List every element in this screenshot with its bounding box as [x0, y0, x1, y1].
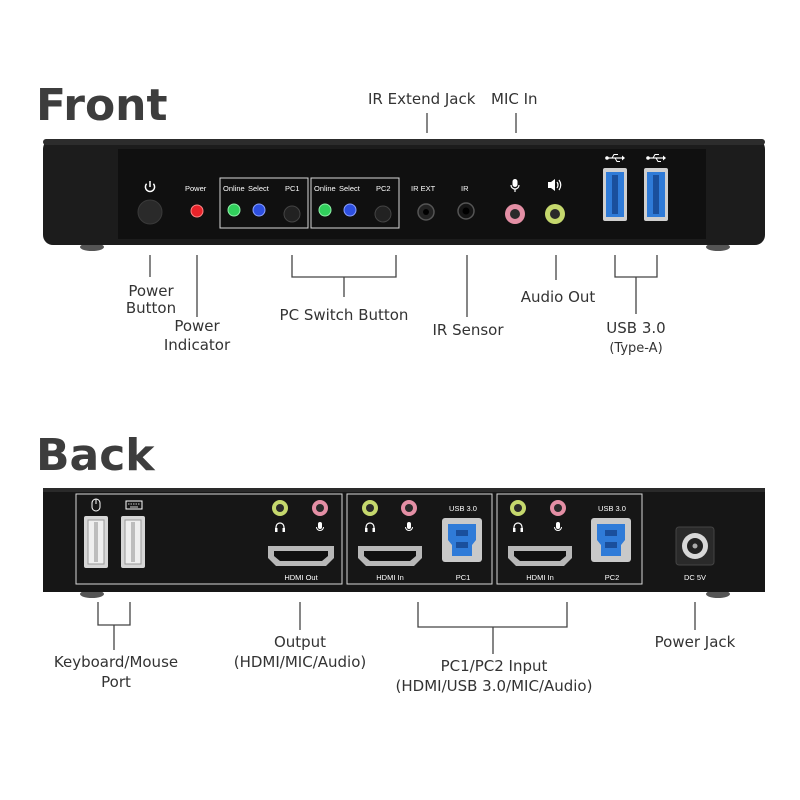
pc2-switch-group — [310, 177, 400, 229]
keyboard-mouse-usb-port-2[interactable] — [121, 516, 145, 568]
pc1-online-led — [227, 203, 241, 217]
callout-pc-input-line1: PC1/PC2 Input — [441, 657, 548, 675]
callout-power-button-line2: Button — [126, 299, 176, 317]
usb-a-port-1[interactable] — [603, 168, 627, 221]
pc2-select-label: Select — [339, 184, 361, 193]
pc2-hdmi-in-label: HDMI In — [526, 573, 554, 582]
pc2-switch-button[interactable] — [374, 205, 392, 223]
km-port-panel — [75, 493, 343, 585]
callout-power-jack: Power Jack — [655, 633, 736, 651]
dc-power-jack[interactable] — [675, 526, 715, 566]
pc1-select-label: Select — [248, 184, 270, 193]
pc1-select-led — [252, 203, 266, 217]
pc2-usb-b-port[interactable] — [591, 518, 631, 562]
keyboard-mouse-usb-port-1[interactable] — [84, 516, 108, 568]
pc1-online-label: Online — [223, 184, 245, 193]
pc2-online-led — [318, 203, 332, 217]
callout-pc-input-line2: (HDMI/USB 3.0/MIC/Audio) — [396, 677, 593, 695]
power-icon — [144, 181, 156, 193]
ir-ext-label: IR EXT — [411, 184, 436, 193]
callout-output-line2: (HDMI/MIC/Audio) — [234, 653, 366, 671]
pc1-switch-button[interactable] — [283, 205, 301, 223]
microphone-icon — [510, 179, 520, 192]
usb-icon — [605, 154, 625, 162]
callout-keyboard-mouse-port-line1: Keyboard/Mouse — [54, 653, 178, 671]
callout-power-indicator-line1: Power — [174, 317, 220, 335]
pc1-hdmi-in-port[interactable] — [358, 546, 422, 566]
back-title: Back — [36, 430, 156, 481]
pc1-usb30-label: USB 3.0 — [449, 504, 477, 513]
callout-pc-switch-button: PC Switch Button — [280, 306, 409, 324]
pc1-switch-group — [219, 177, 309, 229]
pc1-usb-b-port[interactable] — [442, 518, 482, 562]
usb-a-port-2[interactable] — [644, 168, 668, 221]
usb-icon — [646, 154, 666, 162]
pc1-back-label: PC1 — [456, 573, 471, 582]
pc1-label: PC1 — [285, 184, 300, 193]
pc2-select-led — [343, 203, 357, 217]
callout-keyboard-mouse-port-line2: Port — [101, 673, 131, 691]
headphone-icon — [365, 522, 375, 532]
pc2-input-panel — [496, 493, 643, 585]
keyboard-icon — [125, 500, 143, 510]
pc2-label: PC2 — [376, 184, 391, 193]
callout-power-button-line1: Power — [128, 282, 174, 300]
pc2-usb30-label: USB 3.0 — [598, 504, 626, 513]
microphone-icon — [554, 522, 562, 531]
microphone-icon — [316, 522, 324, 531]
pc1-hdmi-in-label: HDMI In — [376, 573, 404, 582]
callout-mic-in: MIC In — [491, 90, 538, 108]
callout-power-indicator-line2: Indicator — [164, 336, 231, 354]
pc2-back-label: PC2 — [605, 573, 620, 582]
pc2-online-label: Online — [314, 184, 336, 193]
callout-usb30: USB 3.0 — [606, 319, 665, 337]
power-indicator-led — [190, 204, 204, 218]
power-led-label: Power — [185, 184, 207, 193]
dc-5v-label: DC 5V — [684, 573, 706, 582]
pc1-input-panel — [346, 493, 493, 585]
ir-label: IR — [461, 184, 469, 193]
headphone-icon — [275, 522, 285, 532]
callout-usb30-type: (Type-A) — [609, 341, 662, 356]
hdmi-out-label: HDMI Out — [284, 573, 318, 582]
microphone-icon — [405, 522, 413, 531]
pc2-hdmi-in-port[interactable] — [508, 546, 572, 566]
power-button[interactable] — [137, 199, 163, 225]
mouse-icon — [91, 498, 101, 512]
callout-audio-out: Audio Out — [521, 288, 596, 306]
front-title: Front — [36, 80, 168, 131]
callout-ir-extend-jack: IR Extend Jack — [368, 90, 476, 108]
callout-ir-sensor: IR Sensor — [432, 321, 504, 339]
headphone-icon — [513, 522, 523, 532]
hdmi-out-port[interactable] — [268, 546, 334, 566]
speaker-icon — [548, 179, 562, 191]
callout-output-line1: Output — [274, 633, 326, 651]
